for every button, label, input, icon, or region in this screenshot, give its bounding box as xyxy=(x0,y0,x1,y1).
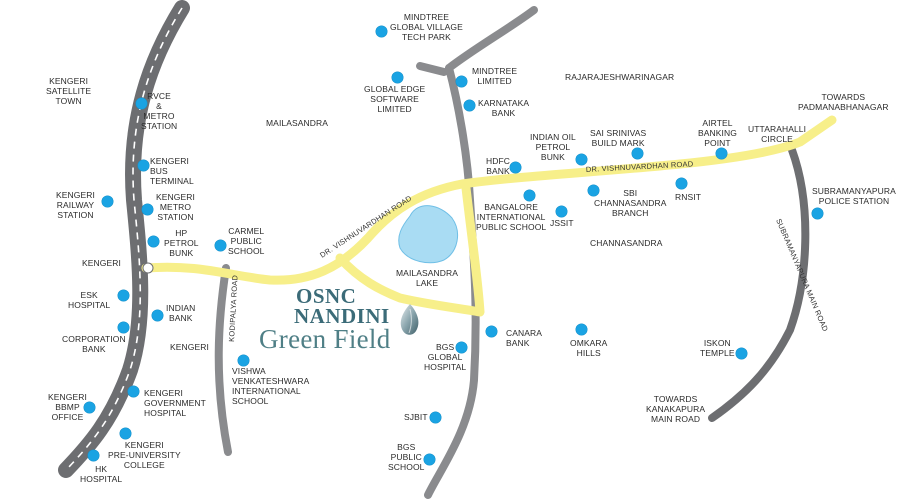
area-kengeri-west: KENGERI xyxy=(82,258,121,268)
marker-bangalore-intl-school[interactable] xyxy=(524,190,535,201)
label-subramanyapura-police: SUBRAMANYAPURA POLICE STATION xyxy=(812,186,896,206)
brand-line-1: OSNC xyxy=(296,284,357,308)
label-jssit: JSSIT xyxy=(550,218,574,228)
marker-hk-hospital[interactable] xyxy=(88,450,99,461)
label-hk-hospital: HK HOSPITAL xyxy=(80,464,123,484)
marker-kengeri-puc[interactable] xyxy=(120,428,131,439)
kodipalya-road-line xyxy=(214,264,232,456)
marker-global-edge[interactable] xyxy=(392,72,403,83)
marker-kengeri-govt-hospital[interactable] xyxy=(128,386,139,397)
label-kengeri-bbmp: KENGERI BBMP OFFICE xyxy=(48,392,87,422)
label-indian-oil: INDIAN OIL PETROL BUNK xyxy=(530,132,576,162)
marker-sbi-channasandra[interactable] xyxy=(588,185,599,196)
label-carmel-school: CARMEL PUBLIC SCHOOL xyxy=(228,226,265,256)
label-rvce-metro: RVCE & METRO STATION xyxy=(141,91,178,131)
label-bgs-global-hospital: BGS GLOBAL HOSPITAL xyxy=(424,342,467,372)
area-towards-kanakapura: TOWARDS KANAKAPURA MAIN ROAD xyxy=(646,394,706,424)
lake-loop-road xyxy=(335,183,485,317)
area-towards-padmanabhanagar: TOWARDS PADMANABHANAGAR xyxy=(798,92,889,112)
label-mindtree-tech-park: MINDTREE GLOBAL VILLAGE TECH PARK xyxy=(390,12,463,42)
marker-sjbit[interactable] xyxy=(430,412,441,423)
label-vishwa-school: VISHWA VENKATESHWARA INTERNATIONAL SCHOO… xyxy=(232,366,310,406)
label-iskon-temple: ISKON TEMPLE xyxy=(700,338,735,358)
label-canara-bank: CANARA BANK xyxy=(506,328,543,348)
marker-rnsit[interactable] xyxy=(676,178,687,189)
road-label-vishnuvardhan-1: DR. VISHNUVARDHAN ROAD xyxy=(318,193,413,259)
label-indian-bank: INDIAN BANK xyxy=(166,303,196,323)
marker-esk-hospital[interactable] xyxy=(118,290,129,301)
label-esk-hospital: ESK HOSPITAL xyxy=(68,290,111,310)
marker-kengeri-bus-terminal[interactable] xyxy=(138,160,149,171)
marker-indian-bank[interactable] xyxy=(152,310,163,321)
label-kengeri-metro: KENGERI METRO STATION xyxy=(156,192,195,222)
marker-sai-srinivas[interactable] xyxy=(632,148,643,159)
marker-hdfc-bank[interactable] xyxy=(510,162,521,173)
marker-corporation-bank[interactable] xyxy=(118,322,129,333)
mailasandra-lake xyxy=(398,205,459,264)
marker-subramanyapura-police[interactable] xyxy=(812,208,823,219)
label-bgs-public-school: BGS PUBLIC SCHOOL xyxy=(388,442,425,472)
label-hdfc-bank: HDFC BANK xyxy=(486,156,511,176)
area-kengeri-satellite-town: KENGERI SATELLITE TOWN xyxy=(46,76,92,106)
label-sbi-channasandra: SBI CHANNASANDRA BRANCH xyxy=(594,188,667,218)
marker-rvce-metro[interactable] xyxy=(136,98,147,109)
label-kengeri-puc: KENGERI PRE-UNIVERSITY COLLEGE xyxy=(108,440,181,470)
label-karnataka-bank: KARNATAKA BANK xyxy=(478,98,530,118)
label-bangalore-intl-school: BANGALORE INTERNATIONAL PUBLIC SCHOOL xyxy=(476,202,547,232)
subramanyapura-road-line xyxy=(708,146,810,422)
label-kengeri-bus-terminal: KENGERI BUS TERMINAL xyxy=(150,156,194,186)
kengeri-junction xyxy=(142,262,154,274)
kengeri-highway-centerline xyxy=(65,7,183,471)
area-uttarahalli-circle: UTTARAHALLI CIRCLE xyxy=(748,124,807,144)
label-sai-srinivas: SAI SRINIVAS BUILD MARK xyxy=(590,128,647,148)
marker-omkara-hills[interactable] xyxy=(576,324,587,335)
label-sjbit: SJBIT xyxy=(404,412,428,422)
area-rajarajeshwarinagar: RAJARAJESHWARINAGAR xyxy=(565,72,675,82)
marker-jssit[interactable] xyxy=(556,206,567,217)
label-kengeri-railway: KENGERI RAILWAY STATION xyxy=(56,190,95,220)
marker-kengeri-bbmp[interactable] xyxy=(84,402,95,413)
marker-kengeri-railway[interactable] xyxy=(102,196,113,207)
label-omkara-hills: OMKARA HILLS xyxy=(570,338,608,358)
dr-vishnuvardhan-road xyxy=(141,115,837,285)
marker-mindtree-limited[interactable] xyxy=(456,76,467,87)
area-mailasandra: MAILASANDRA xyxy=(266,118,329,128)
marker-bgs-global-hospital[interactable] xyxy=(456,342,467,353)
marker-indian-oil[interactable] xyxy=(576,154,587,165)
mindtree-road-right xyxy=(445,6,538,72)
marker-vishwa-school[interactable] xyxy=(238,355,249,366)
label-global-edge: GLOBAL EDGE SOFTWARE LIMITED xyxy=(364,84,426,114)
label-mindtree-limited: MINDTREE LIMITED xyxy=(472,66,518,86)
road-label-kodipalya: KODIPALYA ROAD xyxy=(227,274,240,342)
marker-kengeri-metro[interactable] xyxy=(142,204,153,215)
area-channasandra: CHANNASANDRA xyxy=(590,238,663,248)
marker-carmel-school[interactable] xyxy=(215,240,226,251)
brand-leaf-icon xyxy=(400,304,419,335)
label-rnsit: RNSIT xyxy=(675,192,701,202)
label-corporation-bank: CORPORATION BANK xyxy=(62,334,126,354)
label-kengeri-govt-hospital: KENGERI GOVERNMENT HOSPITAL xyxy=(144,388,206,418)
project-brand: OSNC NANDINI Green Field xyxy=(256,285,436,357)
marker-iskon-temple[interactable] xyxy=(736,348,747,359)
marker-bgs-public-school[interactable] xyxy=(424,454,435,465)
brand-line-2: NANDINI xyxy=(294,304,390,328)
marker-hp-petrol[interactable] xyxy=(148,236,159,247)
marker-mindtree-tech-park[interactable] xyxy=(376,26,387,37)
marker-airtel-banking[interactable] xyxy=(716,148,727,159)
marker-canara-bank[interactable] xyxy=(486,326,497,337)
brand-line-3: Green Field xyxy=(259,324,391,354)
area-kengeri-south: KENGERI xyxy=(170,342,209,352)
area-mailasandra-lake: MAILASANDRA LAKE xyxy=(396,268,459,288)
label-hp-petrol: HP PETROL BUNK xyxy=(164,228,199,258)
marker-karnataka-bank[interactable] xyxy=(464,100,475,111)
label-airtel-banking: AIRTEL BANKING POINT xyxy=(698,118,737,148)
mindtree-road-left xyxy=(416,62,448,76)
